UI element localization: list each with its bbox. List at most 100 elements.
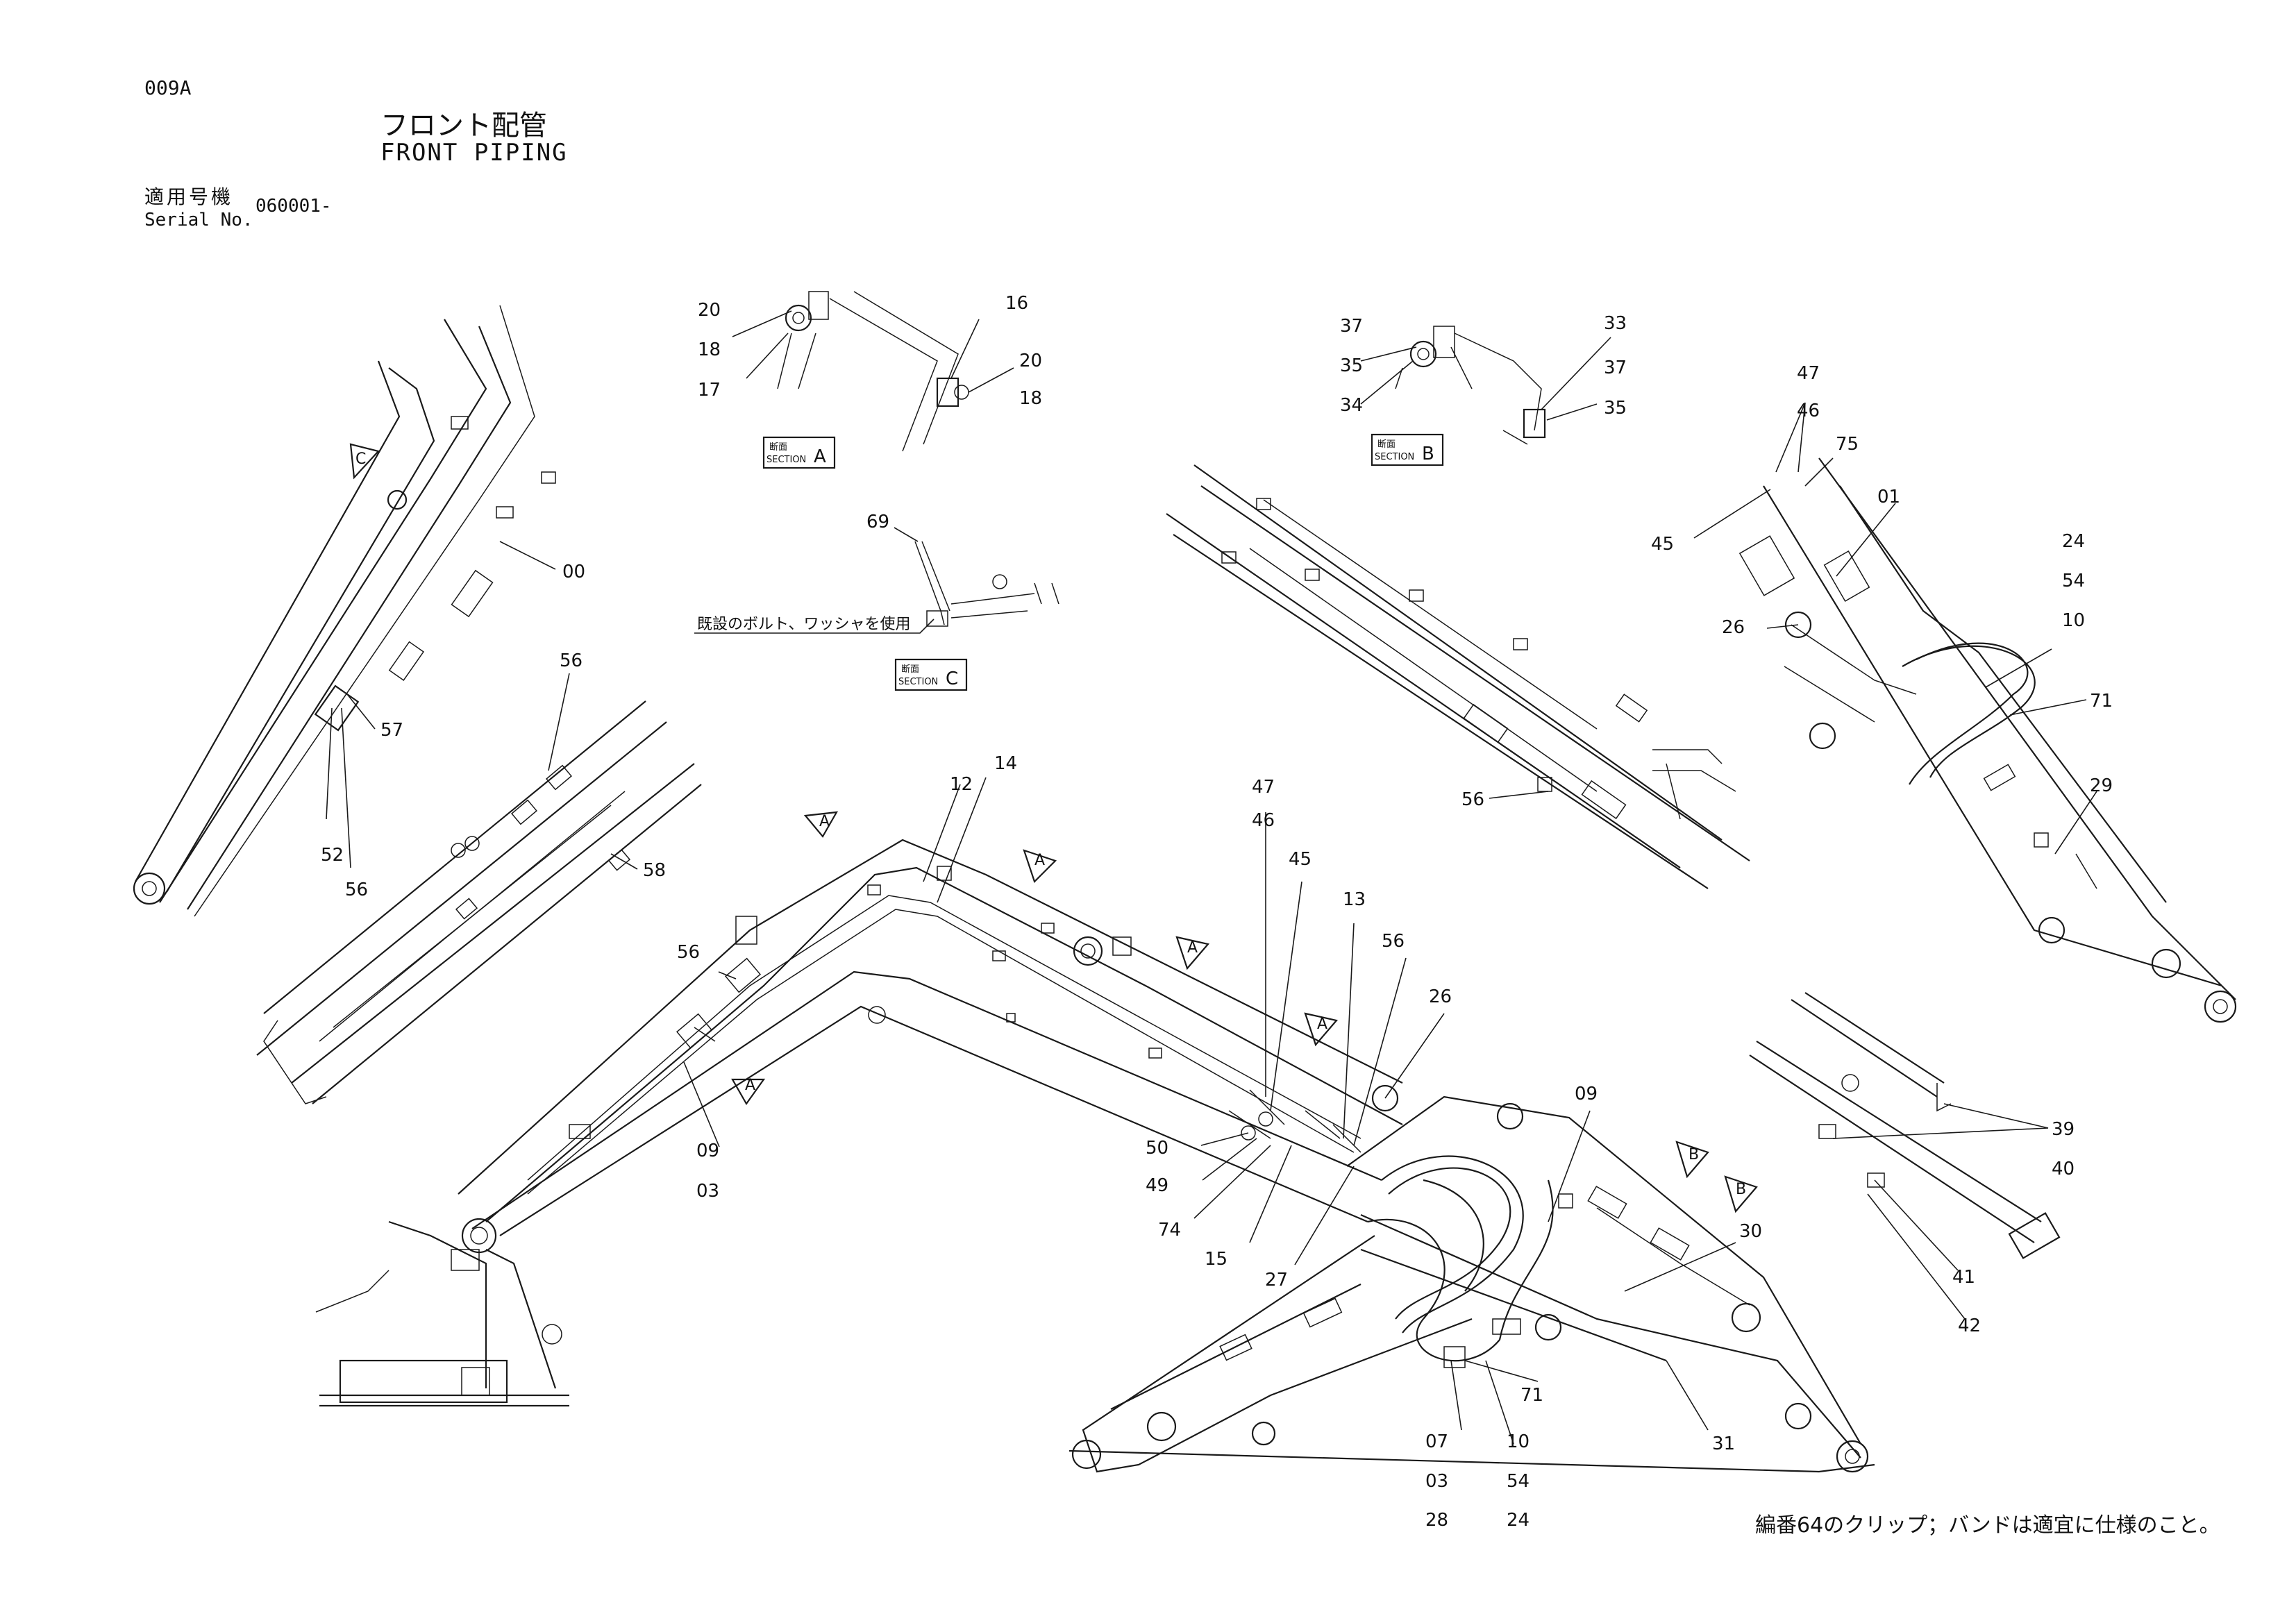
callout-37-b1: 37 — [1340, 316, 1363, 337]
section-b-detail: 37 35 34 33 37 35 断面 SECTION B — [1340, 313, 1627, 466]
callout-10-far-right: 10 — [2062, 610, 2085, 631]
callout-56-upper-right: 56 — [1461, 789, 1484, 810]
callout-17: 17 — [698, 380, 721, 401]
callout-20-a1: 20 — [698, 300, 721, 321]
callout-45-main: 45 — [1289, 849, 1312, 870]
callout-24-main: 24 — [1507, 1510, 1530, 1531]
svg-text:A: A — [1187, 939, 1198, 957]
svg-text:B: B — [1689, 1146, 1699, 1163]
callout-56-main: 56 — [1382, 931, 1405, 952]
svg-text:断面: 断面 — [1377, 439, 1396, 450]
callout-75: 75 — [1836, 434, 1859, 455]
bucket-cylinder-detail-lower-right: 39 40 41 42 — [1749, 992, 2075, 1336]
callout-71-far-right: 71 — [2090, 691, 2113, 712]
callout-49: 49 — [1146, 1175, 1168, 1196]
section-c-label-box — [894, 658, 968, 691]
callout-03-main: 03 — [1425, 1471, 1448, 1492]
title-japanese: フロント配管 — [380, 110, 547, 142]
callout-69: 69 — [866, 512, 889, 532]
title-english: FRONT PIPING — [380, 139, 568, 167]
view-arrow-b-2: B — [1724, 1175, 1758, 1213]
callout-20-a2: 20 — [1019, 351, 1042, 371]
callout-39: 39 — [2052, 1119, 2075, 1140]
serial-label-japanese: 適用号機 — [144, 185, 234, 208]
view-arrow-a-5: A — [731, 1077, 766, 1106]
callout-09-main-left: 09 — [696, 1141, 719, 1161]
callout-01: 01 — [1877, 487, 1900, 507]
callout-35-b1: 35 — [1340, 355, 1363, 376]
section-c-note: 既設のボルト、ワッシャを使用 — [697, 616, 911, 633]
svg-text:C: C — [355, 451, 366, 468]
section-a-detail: 20 18 17 16 20 18 断面 SECTION A — [698, 291, 1042, 469]
callout-26-main: 26 — [1429, 986, 1452, 1007]
callout-42: 42 — [1958, 1315, 1981, 1336]
callout-24-far-right: 24 — [2062, 531, 2085, 552]
callout-12: 12 — [950, 774, 973, 795]
callout-16: 16 — [1005, 293, 1028, 314]
callout-46-far-right: 46 — [1797, 401, 1820, 421]
callout-47-main: 47 — [1252, 777, 1275, 798]
callout-14: 14 — [994, 753, 1017, 774]
callout-33: 33 — [1604, 313, 1627, 334]
svg-text:断面: 断面 — [769, 442, 787, 453]
callout-50: 50 — [1146, 1138, 1168, 1159]
boom-detail-upper-left: 00 57 52 56 C — [133, 305, 585, 917]
view-arrow-a-1: A — [803, 811, 839, 838]
callout-57: 57 — [380, 720, 403, 741]
callout-03-main-left: 03 — [696, 1181, 719, 1202]
section-c-letter: C — [946, 668, 958, 689]
callout-56-main-left: 56 — [677, 942, 700, 963]
callout-13: 13 — [1343, 889, 1366, 910]
callout-54-main: 54 — [1507, 1471, 1530, 1492]
callout-45-far-right: 45 — [1651, 534, 1674, 555]
arm-detail-middle-left: 56 58 — [256, 650, 702, 1104]
callout-26-far-right: 26 — [1722, 617, 1745, 638]
svg-text:A: A — [1034, 852, 1045, 869]
callout-56-mid: 56 — [560, 650, 583, 671]
section-a-letter: A — [814, 446, 826, 467]
svg-text:SECTION: SECTION — [898, 677, 938, 687]
callout-58: 58 — [643, 860, 666, 881]
view-arrow-a-3: A — [1175, 936, 1210, 970]
callout-31: 31 — [1712, 1433, 1735, 1454]
callout-37-b2: 37 — [1604, 358, 1627, 378]
callout-27: 27 — [1265, 1270, 1288, 1290]
callout-52: 52 — [321, 845, 344, 866]
section-a-label-box — [762, 436, 836, 469]
svg-text:A: A — [819, 813, 830, 830]
svg-text:B: B — [1736, 1181, 1746, 1198]
callout-71-main: 71 — [1520, 1385, 1543, 1406]
callout-18-a1: 18 — [698, 339, 721, 360]
section-b-letter: B — [1422, 444, 1434, 464]
callout-35-b2: 35 — [1604, 398, 1627, 419]
svg-text:A: A — [745, 1077, 755, 1094]
callout-09-main: 09 — [1575, 1084, 1598, 1104]
callout-18-a2: 18 — [1019, 388, 1042, 409]
callout-47-far-right: 47 — [1797, 363, 1820, 384]
view-arrow-a-2: A — [1023, 849, 1057, 884]
serial-number-value: 060001- — [255, 196, 332, 217]
callout-10-main: 10 — [1507, 1431, 1530, 1452]
sheet-code: 009A — [144, 76, 192, 99]
svg-text:A: A — [1317, 1016, 1327, 1033]
view-arrow-c — [349, 443, 380, 480]
callout-15: 15 — [1205, 1249, 1227, 1270]
callout-56: 56 — [345, 880, 368, 900]
svg-text:SECTION: SECTION — [1375, 452, 1414, 462]
callout-74: 74 — [1158, 1220, 1181, 1241]
section-c-detail: 69 既設のボルト、ワッシャを使用 断面 SECTION C — [694, 512, 1059, 691]
main-boom-arm-assembly: 12 14 47 46 45 13 56 26 09 56 09 03 50 4… — [315, 753, 1875, 1531]
footnote: 編番64のクリップ；バンドは適宜に仕様のこと。 — [1755, 1513, 2220, 1538]
callout-00: 00 — [562, 562, 585, 582]
callout-28: 28 — [1425, 1510, 1448, 1531]
arm-hose-detail-upper-right: 56 — [1166, 464, 1750, 889]
svg-text:断面: 断面 — [901, 664, 919, 675]
view-arrow-b-1: B — [1675, 1141, 1709, 1179]
section-b-label-box — [1371, 433, 1444, 466]
callout-34: 34 — [1340, 395, 1363, 416]
view-arrow-a-4: A — [1304, 1012, 1339, 1047]
callout-29: 29 — [2090, 775, 2113, 796]
serial-label-english: Serial No. — [144, 210, 253, 230]
callout-07: 07 — [1425, 1431, 1448, 1452]
